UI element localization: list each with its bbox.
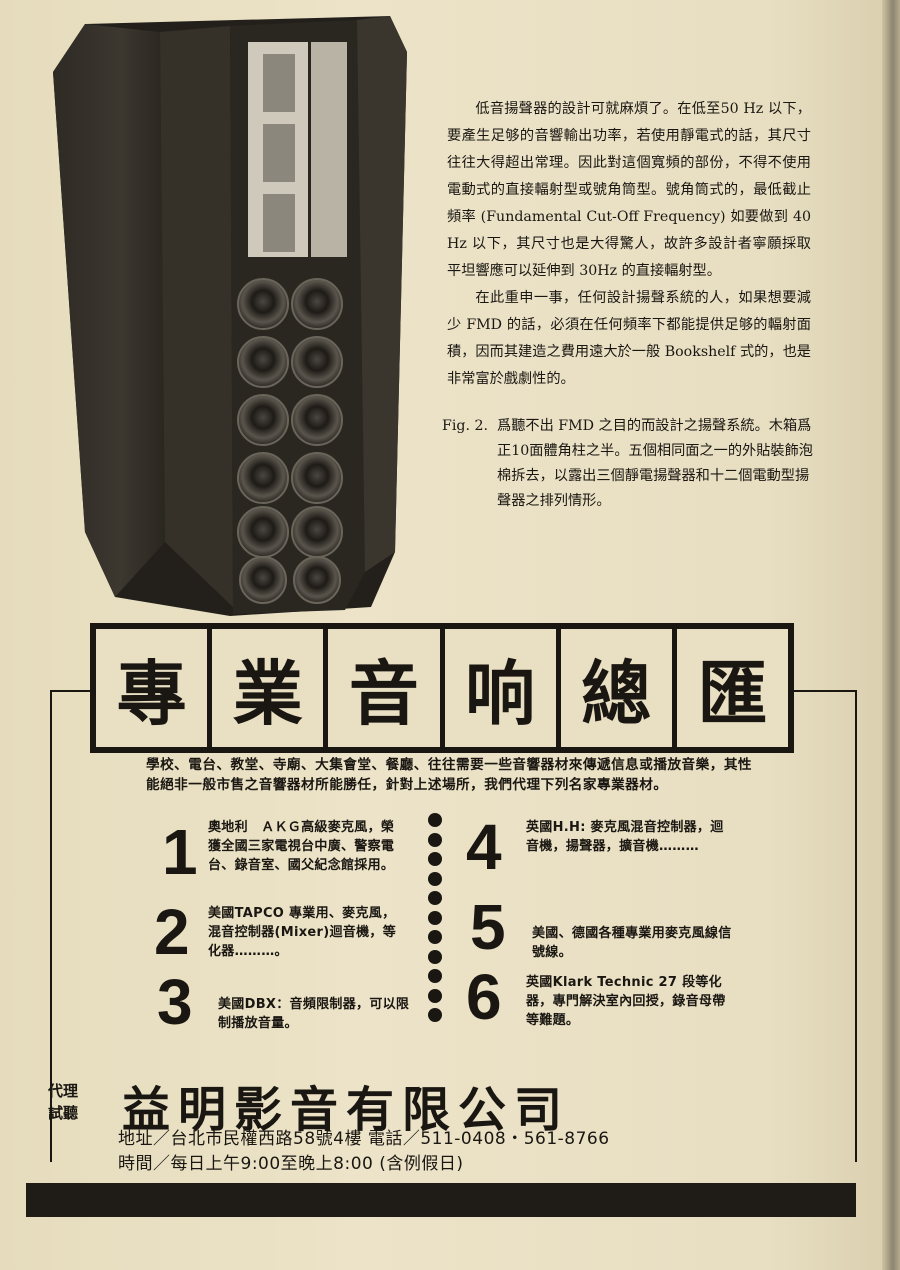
- ad-title-char: 專: [116, 651, 187, 735]
- divider-dot: [428, 813, 442, 827]
- ad-title-box: 專 業 音 响 總 匯: [90, 623, 794, 753]
- speaker-photo: [53, 16, 407, 616]
- bottom-bar: [26, 1183, 856, 1217]
- item-number-6: 6: [466, 961, 502, 1033]
- divider-dot: [428, 969, 442, 983]
- figure-caption: Fig. 2. 爲聽不出 FMD 之目的而設計之揚聲系統。木箱爲正10面體角柱之…: [442, 414, 814, 514]
- ad-title-char: 總: [555, 629, 672, 747]
- item-text-1: 奧地利 ＡＫＧ高級麥克風，榮獲全國三家電視台中廣、警察電台、錄音室、國父紀念館採…: [208, 820, 395, 873]
- article-paragraph-2: 在此重申一事，任何設計揚聲系統的人，如果想要減少 FMD 的話，必須在任何頻率下…: [447, 290, 811, 387]
- company-name: 益明影音有限公司: [122, 1082, 571, 1138]
- ad-title-char: 匯: [671, 629, 788, 747]
- address-line: 地址／台北市民權西路58號4樓 電話／511-0408・561-8766: [118, 1129, 610, 1149]
- item-text-3: 美國DBX：音頻限制器，可以限制播放音量。: [218, 997, 410, 1031]
- contact-info: 地址／台北市民權西路58號4樓 電話／511-0408・561-8766 時間／…: [118, 1127, 610, 1177]
- article-paragraph-1: 低音揚聲器的設計可就麻煩了。在低至50 Hz 以下，要產生足够的音響輸出功率，若…: [447, 101, 811, 279]
- item-text-4: 英國H.H: 麥克風混音控制器，迴音機，揚聲器，擴音機………: [526, 820, 724, 854]
- divider-dot: [428, 871, 442, 886]
- agent-label: 代理 試聽: [48, 1082, 79, 1122]
- item-text-2: 美國TAPCO 專業用、麥克風，混音控制器(Mixer)迴音機，等化器………。: [208, 906, 396, 959]
- item-number-3: 3: [157, 966, 193, 1038]
- item-number-5: 5: [470, 891, 506, 963]
- item-number-1: 1: [162, 816, 198, 888]
- divider-dot: [428, 930, 442, 944]
- divider-dot: [428, 910, 442, 925]
- electrostatic-panels: [248, 42, 347, 257]
- item-number-4: 4: [466, 811, 502, 883]
- article-text: 低音揚聲器的設計可就麻煩了。在低至50 Hz 以下，要產生足够的音響輸出功率，若…: [447, 96, 811, 393]
- item-text-5: 美國、德國各種專業用麥克風線信號線。: [532, 926, 732, 960]
- divider-dot: [428, 988, 442, 1003]
- divider-dot: [428, 832, 442, 847]
- item-text-6: 英國Klark Technic 27 段等化器，專門解決室內回授，錄音母帶等難題…: [526, 975, 726, 1028]
- caption-text: 爲聽不出 FMD 之目的而設計之揚聲系統。木箱爲正10面體角柱之半。五個相同面之…: [497, 418, 813, 509]
- hours-line: 時間／每日上午9:00至晚上8:00 (含例假日): [118, 1154, 464, 1174]
- divider-dot: [428, 949, 442, 964]
- ad-title-char: 業: [207, 629, 323, 747]
- item-number-2: 2: [154, 896, 190, 968]
- cabinet-left-panel: [53, 24, 165, 597]
- divider-dot: [428, 1008, 442, 1022]
- ad-title-char: 音: [323, 629, 439, 747]
- woofer-array: [237, 278, 343, 604]
- ad-title-char: 响: [439, 629, 556, 747]
- figure-label: Fig. 2.: [442, 418, 489, 434]
- page-spine: [882, 0, 900, 1270]
- divider-dot: [428, 891, 442, 905]
- divider-dot: [428, 852, 442, 866]
- ad-intro: 學校、電台、教堂、寺廟、大集會堂、餐廳、往往需要一些音響器材來傳遞信息或播放音樂…: [146, 757, 753, 793]
- dot-divider: [428, 813, 444, 1028]
